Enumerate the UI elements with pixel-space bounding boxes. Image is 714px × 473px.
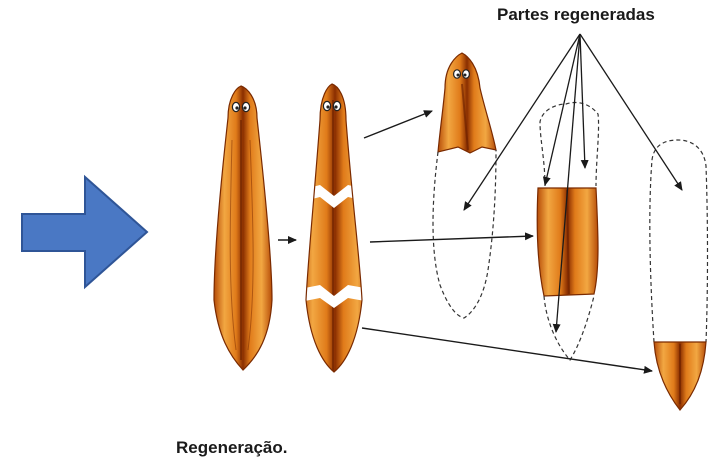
head-fragment: [433, 53, 496, 318]
caption: Regeneração.: [176, 438, 288, 458]
arrow-middle-piece: [370, 236, 533, 242]
regenerated-parts-label: Partes regeneradas: [497, 5, 655, 25]
middle-fragment: [537, 102, 598, 360]
tail-fragment: [650, 140, 708, 410]
whole-planarian: [214, 86, 272, 370]
regenerated-tail-outline: [544, 296, 594, 360]
arrow-head-piece: [364, 111, 432, 138]
big-arrow-icon: [22, 177, 147, 287]
regenerated-body-outline: [650, 140, 708, 342]
arrow-tail-piece: [362, 328, 652, 371]
